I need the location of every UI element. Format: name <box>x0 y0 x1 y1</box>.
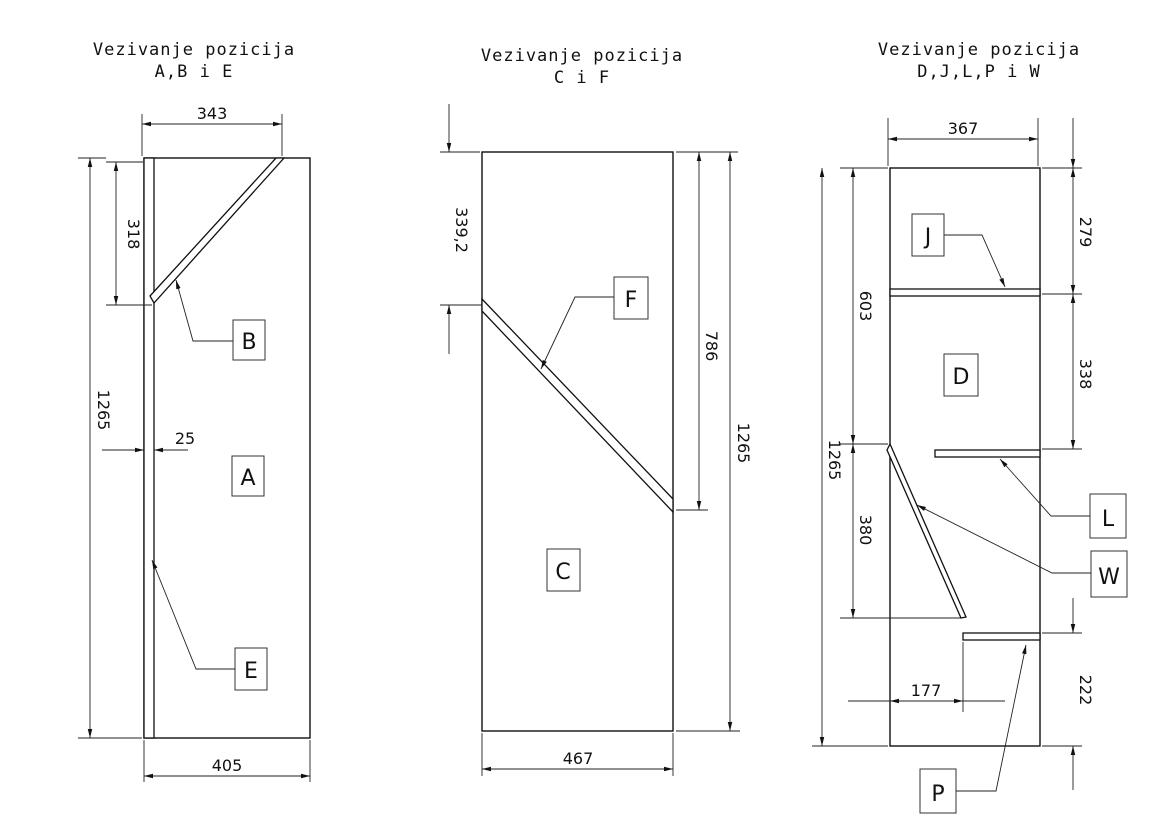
dimension-343: 343 <box>197 104 228 123</box>
view-2-title-line-2: C i F <box>554 68 610 88</box>
view-1-title-line-1: Vezivanje pozicija <box>93 40 295 60</box>
dimension-1265: 1265 <box>94 390 113 431</box>
label-box-c <box>546 548 581 592</box>
leader-f <box>540 296 614 370</box>
dimension-25: 25 <box>175 429 195 448</box>
label-box-j <box>911 213 945 257</box>
label-box-e <box>234 647 268 691</box>
dimension-1265: 1265 <box>734 423 753 464</box>
dimension-467: 467 <box>563 749 594 768</box>
label-box-b <box>232 319 266 361</box>
label-d: D <box>953 365 970 390</box>
label-j: J <box>923 225 932 250</box>
dimension-1265: 1265 <box>825 440 844 481</box>
label-p: P <box>931 782 944 807</box>
label-box-a <box>231 455 265 497</box>
dimension-222: 222 <box>1076 675 1095 706</box>
board-b <box>149 157 286 305</box>
view-2-title-line-1: Vezivanje pozicija <box>481 46 683 66</box>
dimension-405: 405 <box>212 756 243 775</box>
label-b: B <box>241 330 256 355</box>
leader-b <box>175 279 233 342</box>
dimension-339-2: 339,2 <box>452 207 471 253</box>
dimension-279: 279 <box>1076 217 1095 248</box>
dimension-786: 786 <box>702 331 721 362</box>
label-a: A <box>240 466 255 491</box>
view-a-b-e: Vezivanje pozicija A,B i E 343 318 1265 … <box>78 40 311 782</box>
label-c: C <box>555 560 570 585</box>
leader-l <box>999 458 1090 517</box>
panel-a-outline <box>143 157 311 739</box>
label-f: F <box>625 288 638 313</box>
board-w <box>886 442 967 619</box>
board-l <box>934 449 1041 458</box>
leader-w <box>916 504 1091 574</box>
panel-c-outline <box>481 151 674 732</box>
label-box-p <box>919 768 957 814</box>
board-j <box>889 288 1041 297</box>
board-f <box>481 297 674 514</box>
dimension-318: 318 <box>124 219 143 250</box>
dimension-177: 177 <box>911 681 942 700</box>
board-e <box>143 157 155 739</box>
board-p <box>962 632 1041 641</box>
leader-e <box>151 559 235 670</box>
view-3-title-line-2: D,J,L,P i W <box>917 62 1041 82</box>
leader-p <box>956 644 1027 792</box>
dimension-338: 338 <box>1076 359 1095 390</box>
label-box-f <box>613 276 649 320</box>
dimension-380: 380 <box>856 515 875 546</box>
label-box-l <box>1089 493 1127 539</box>
view-1-title-line-2: A,B i E <box>155 62 234 82</box>
leader-j <box>944 234 1006 288</box>
dimension-603: 603 <box>856 291 875 322</box>
view-c-f: Vezivanje pozicija C i F 339,2 786 1265 … <box>440 46 753 776</box>
view-3-title-line-1: Vezivanje pozicija <box>878 40 1080 60</box>
label-e: E <box>244 659 258 684</box>
label-box-d <box>943 353 979 397</box>
label-l: L <box>1102 507 1115 532</box>
label-w: W <box>1098 565 1120 590</box>
dimension-367: 367 <box>948 119 979 138</box>
view-d-j-l-p-w: Vezivanje pozicija D,J,L,P i W 367 279 3… <box>812 40 1128 814</box>
label-box-w <box>1090 550 1128 598</box>
